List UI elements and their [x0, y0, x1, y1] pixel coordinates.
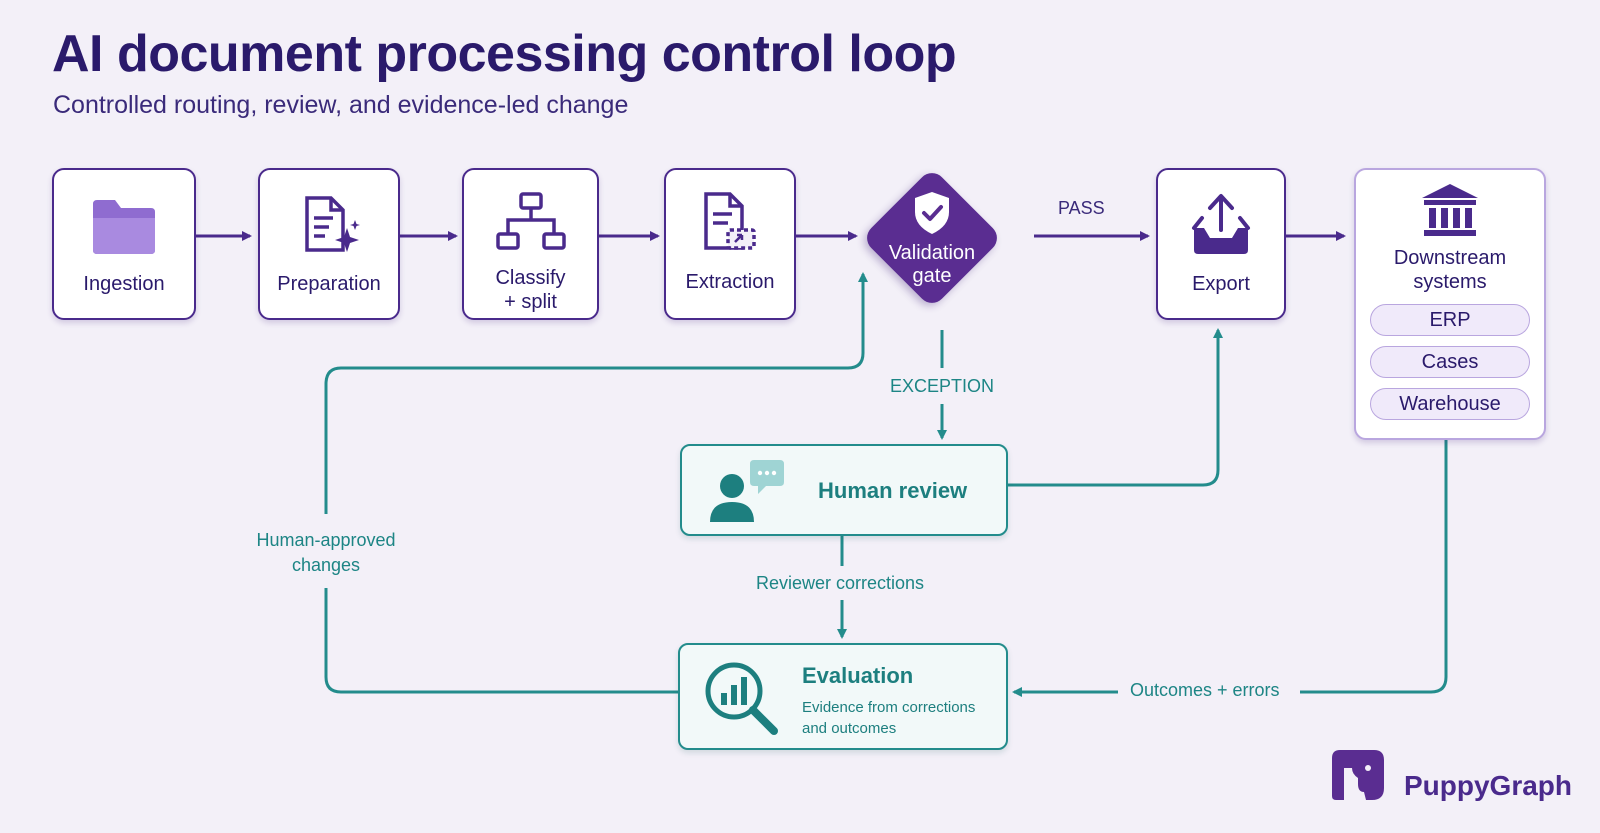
line-outcomes-right — [1300, 440, 1448, 694]
downstream-item-erp[interactable]: ERP — [1370, 304, 1530, 336]
arrow-review-to-export — [1008, 328, 1223, 487]
human-approved-changes-label: Human-approved changes — [256, 530, 396, 576]
page-subtitle: Controlled routing, review, and evidence… — [53, 91, 629, 119]
node-human-review[interactable]: Human review — [680, 444, 1008, 536]
preparation-label: Preparation — [277, 273, 381, 295]
downstream-item-warehouse[interactable]: Warehouse — [1370, 388, 1530, 420]
node-export[interactable]: Export — [1156, 168, 1286, 320]
arrow-approved-to-gate — [324, 272, 868, 514]
node-preparation[interactable]: Preparation — [258, 168, 400, 320]
puppygraph-logo-icon — [1332, 750, 1384, 800]
brand-logo — [1328, 748, 1386, 804]
document-sparkle-icon — [297, 194, 361, 258]
folder-icon — [89, 196, 159, 258]
downstream-item-cases[interactable]: Cases — [1370, 346, 1530, 378]
person-chat-icon — [708, 456, 784, 526]
evaluation-description: Evidence from corrections and outcomes — [802, 699, 976, 737]
pass-label: PASS — [1058, 198, 1105, 218]
shield-check-icon — [912, 190, 952, 236]
validation-gate-label: Validation gate — [888, 242, 976, 287]
node-extraction[interactable]: Extraction — [664, 168, 796, 320]
export-label: Export — [1192, 273, 1250, 295]
reviewer-corrections-label: Reviewer corrections — [756, 573, 925, 593]
human-review-label: Human review — [818, 478, 968, 503]
ingestion-label: Ingestion — [83, 273, 165, 295]
bank-building-icon — [1420, 182, 1480, 240]
evaluation-title: Evaluation — [802, 663, 914, 688]
node-evaluation[interactable]: Evaluation Evidence from corrections and… — [678, 643, 1008, 750]
line-approved-lower — [324, 588, 678, 694]
node-ingestion[interactable]: Ingestion — [52, 168, 196, 320]
downstream-title: Downstream systems — [1393, 247, 1507, 293]
node-classify-split[interactable]: Classify + split — [462, 168, 599, 320]
outcomes-errors-label: Outcomes + errors — [1130, 680, 1280, 700]
node-downstream-systems[interactable]: Downstream systems ERP Cases Warehouse — [1354, 168, 1546, 440]
document-extract-icon — [698, 190, 762, 254]
brand-name: PuppyGraph — [1404, 770, 1573, 801]
exception-label: EXCEPTION — [890, 376, 995, 396]
hierarchy-icon — [495, 190, 566, 254]
magnifier-chart-icon — [702, 659, 782, 739]
node-validation-gate[interactable]: Validation gate — [852, 158, 1012, 318]
page-title: AI document processing control loop — [52, 25, 957, 83]
upload-tray-icon — [1190, 192, 1252, 256]
extraction-label: Extraction — [685, 271, 775, 293]
classify-label: Classify + split — [495, 267, 566, 313]
